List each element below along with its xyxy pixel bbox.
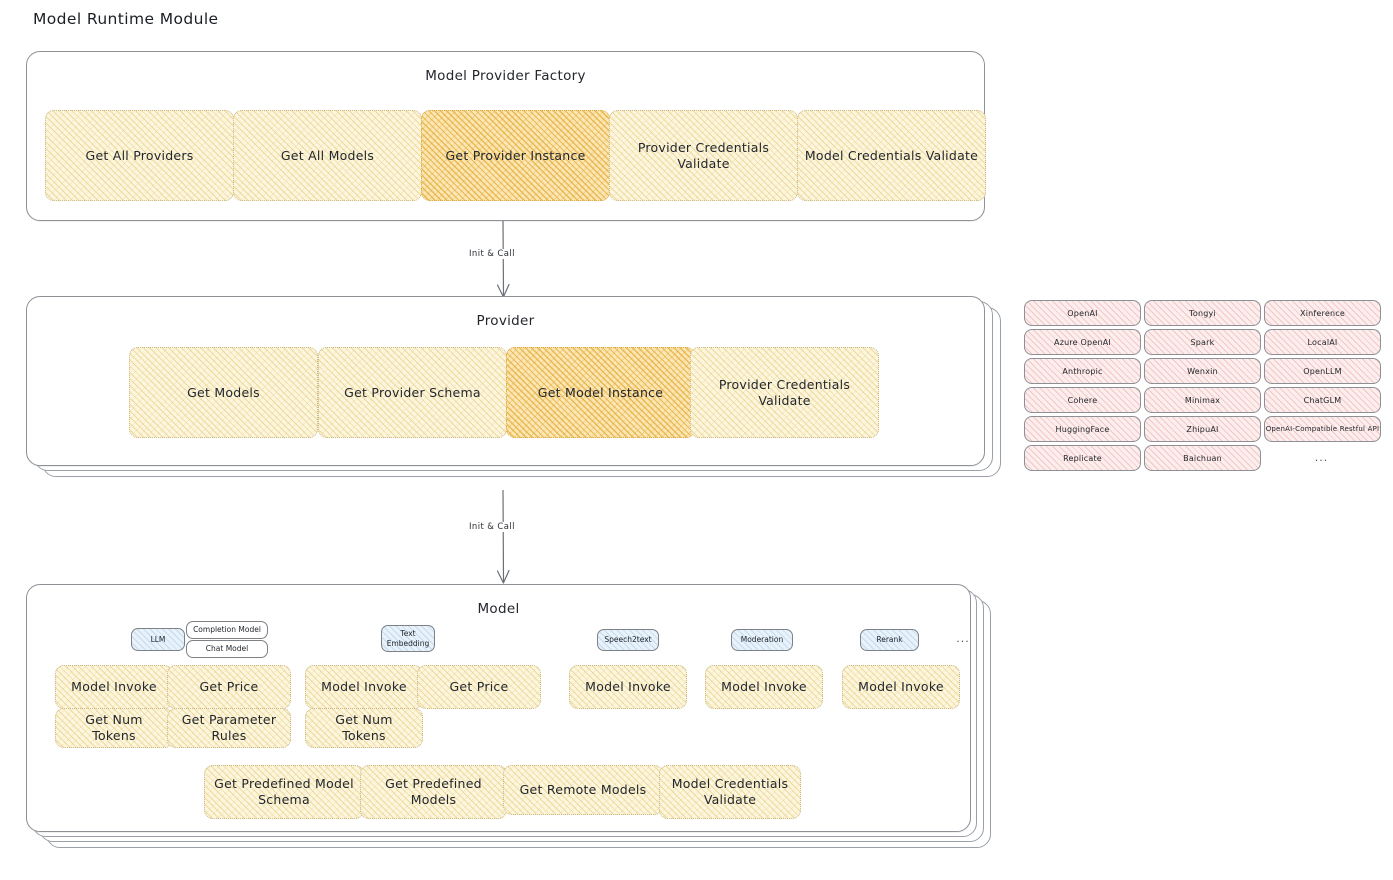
model-card: Model LLM Completion Model Chat Model Mo…	[26, 584, 971, 832]
provider-method-get-model-instance[interactable]: Get Model Instance	[506, 347, 695, 438]
arrow-factory-to-provider: Init & Call	[466, 220, 538, 299]
arrow-down-icon	[496, 220, 510, 298]
factory-method-get-all-models[interactable]: Get All Models	[233, 110, 422, 201]
llm-method-model-invoke[interactable]: Model Invoke	[55, 665, 173, 709]
speech2text-method-model-invoke[interactable]: Model Invoke	[569, 665, 687, 709]
llm-method-get-price[interactable]: Get Price	[167, 665, 291, 709]
moderation-method-model-invoke[interactable]: Model Invoke	[705, 665, 823, 709]
page-title: Model Runtime Module	[33, 10, 219, 28]
text-embedding-method-model-invoke[interactable]: Model Invoke	[305, 665, 423, 709]
provider-card: Provider Get Models Get Provider Schema …	[26, 296, 985, 466]
arrow-down-icon	[496, 489, 510, 584]
provider-pill-minimax[interactable]: Minimax	[1144, 387, 1261, 413]
provider-method-get-provider-schema[interactable]: Get Provider Schema	[318, 347, 507, 438]
provider-pill-more-indicator: ...	[1314, 450, 1329, 464]
provider-pill-openllm[interactable]: OpenLLM	[1264, 358, 1381, 384]
provider-pill-openai[interactable]: OpenAI	[1024, 300, 1141, 326]
provider-pill-openai-compatible-restful-api[interactable]: OpenAI-Compatible Restful API	[1264, 416, 1381, 442]
provider-pill-anthropic[interactable]: Anthropic	[1024, 358, 1141, 384]
rerank-method-model-invoke[interactable]: Model Invoke	[842, 665, 960, 709]
provider-pill-localai[interactable]: LocalAI	[1264, 329, 1381, 355]
factory-method-get-all-providers[interactable]: Get All Providers	[45, 110, 234, 201]
llm-method-get-parameter-rules[interactable]: Get Parameter Rules	[167, 708, 291, 748]
provider-pill-huggingface[interactable]: HuggingFace	[1024, 416, 1141, 442]
model-shared-method-get-predefined-models[interactable]: Get Predefined Models	[360, 765, 507, 819]
provider-method-get-models[interactable]: Get Models	[129, 347, 318, 438]
factory-method-get-provider-instance[interactable]: Get Provider Instance	[421, 110, 610, 201]
provider-pill-replicate[interactable]: Replicate	[1024, 445, 1141, 471]
provider-title: Provider	[476, 313, 535, 329]
model-type-badge-text-embedding[interactable]: Text Embedding	[381, 625, 435, 652]
provider-pill-wenxin[interactable]: Wenxin	[1144, 358, 1261, 384]
provider-pill-chatglm[interactable]: ChatGLM	[1264, 387, 1381, 413]
text-embedding-method-get-num-tokens[interactable]: Get Num Tokens	[305, 708, 423, 748]
model-provider-factory-card: Model Provider Factory Get All Providers…	[26, 51, 986, 221]
provider-pill-xinference[interactable]: Xinference	[1264, 300, 1381, 326]
model-shared-method-get-predefined-model-schema[interactable]: Get Predefined Model Schema	[204, 765, 364, 819]
model-title: Model	[477, 601, 520, 617]
factory-method-model-credentials-validate[interactable]: Model Credentials Validate	[797, 110, 986, 201]
factory-method-provider-credentials-validate[interactable]: Provider Credentials Validate	[609, 110, 798, 201]
model-sub-badge-completion-model[interactable]: Completion Model	[186, 621, 268, 639]
provider-pill-baichuan[interactable]: Baichuan	[1144, 445, 1261, 471]
model-provider-factory-title: Model Provider Factory	[425, 68, 586, 84]
arrow-provider-to-model: Init & Call	[466, 489, 538, 585]
provider-pill-tongyi[interactable]: Tongyi	[1144, 300, 1261, 326]
provider-list: OpenAI Azure OpenAI Anthropic Cohere Hug…	[1024, 300, 1381, 475]
model-type-badge-llm[interactable]: LLM	[131, 628, 185, 651]
model-type-badge-rerank[interactable]: Rerank	[860, 629, 919, 651]
llm-method-get-num-tokens[interactable]: Get Num Tokens	[55, 708, 173, 748]
provider-pill-zhipuai[interactable]: ZhipuAI	[1144, 416, 1261, 442]
provider-method-provider-credentials-validate[interactable]: Provider Credentials Validate	[690, 347, 879, 438]
model-sub-badge-chat-model[interactable]: Chat Model	[186, 640, 268, 658]
model-type-badge-speech2text[interactable]: Speech2text	[597, 629, 659, 651]
model-shared-method-get-remote-models[interactable]: Get Remote Models	[503, 765, 663, 815]
model-shared-method-model-credentials-validate[interactable]: Model Credentials Validate	[659, 765, 801, 819]
model-type-badge-moderation[interactable]: Moderation	[731, 629, 793, 651]
arrow-factory-to-provider-label: Init & Call	[466, 249, 518, 259]
provider-pill-cohere[interactable]: Cohere	[1024, 387, 1141, 413]
text-embedding-method-get-price[interactable]: Get Price	[417, 665, 541, 709]
model-types-more-indicator: ...	[956, 632, 970, 646]
arrow-provider-to-model-label: Init & Call	[466, 522, 518, 532]
provider-pill-spark[interactable]: Spark	[1144, 329, 1261, 355]
provider-pill-azure-openai[interactable]: Azure OpenAI	[1024, 329, 1141, 355]
